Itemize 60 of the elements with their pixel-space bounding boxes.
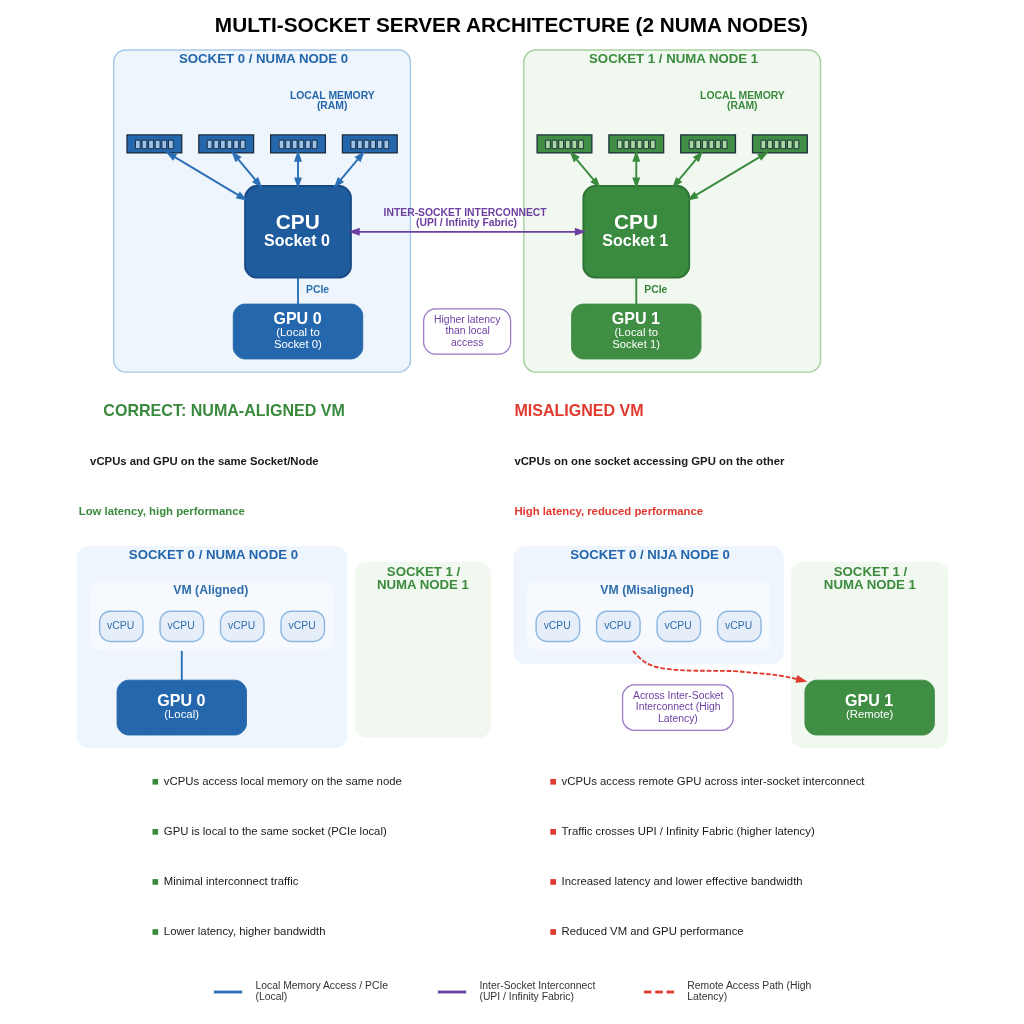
label: LOCAL MEMORY (RAM) — [699, 89, 785, 112]
diagram-title: MULTI-SOCKET SERVER ARCHITECTURE (2 NUMA NODES) — [214, 12, 808, 36]
label: Lower latency, higher bandwidth — [163, 924, 325, 937]
node-box: GPU 1 (Remote) — [804, 679, 935, 736]
label: vCPUs and GPU on the same Socket/Node — [89, 455, 319, 468]
label: High latency, reduced performance — [513, 505, 703, 518]
node-box — [679, 134, 736, 154]
legend-label: Inter-Socket Interconnect (UPI / Infinity Fabric) — [478, 979, 595, 1003]
edge-label: PCIe — [643, 283, 667, 295]
label: CORRECT: NUMA-ALIGNED VM — [102, 401, 345, 420]
connector — [634, 276, 637, 306]
arrow — [686, 151, 769, 201]
arrow — [333, 150, 365, 189]
label: Reduced VM and GPU performance — [561, 924, 744, 937]
node-box: Higher latency than local access — [422, 308, 511, 355]
arrow — [631, 150, 640, 189]
node-box — [125, 134, 182, 154]
node-box: Across Inter-Socket Interconnect (High Latency) — [621, 684, 734, 731]
node-box — [535, 134, 592, 154]
arrow — [293, 150, 302, 189]
node-box — [269, 134, 326, 154]
node-box: vCPU — [98, 610, 144, 643]
label: vCPUs access remote GPU across inter-socket interconnect — [561, 774, 864, 787]
arrow — [230, 150, 262, 189]
node-box: GPU 1 (Local to Socket 1) — [570, 303, 701, 360]
node-box: GPU 0 (Local to Socket 0) — [232, 303, 363, 360]
legend-label: Local Memory Access / PCIe (Local) — [254, 979, 388, 1003]
label: GPU is local to the same socket (PCIe local) — [163, 824, 387, 837]
node-box: vCPU — [595, 610, 641, 643]
node-box: vCPU — [279, 610, 325, 643]
label: Increased latency and lower effective bandwidth — [561, 874, 803, 887]
node-box: vCPU — [716, 610, 762, 643]
arrow — [671, 150, 703, 189]
label: MISALIGNED VM — [513, 401, 644, 420]
node-box — [197, 134, 254, 154]
arrow — [347, 227, 586, 236]
connector — [180, 649, 183, 681]
legend-label: Remote Access Path (High Latency) — [686, 979, 811, 1003]
connector — [296, 276, 299, 306]
label: LOCAL MEMORY (RAM) — [289, 89, 375, 112]
label: Traffic crosses UPI / Infinity Fabric (higher latency) — [561, 824, 815, 837]
node-box — [341, 134, 398, 154]
label: Minimal interconnect traffic — [163, 874, 298, 887]
node-box: vCPU — [219, 610, 265, 643]
node-box: CPU Socket 0 — [243, 185, 352, 279]
label: vCPUs access local memory on the same node — [163, 774, 402, 787]
node-box: vCPU — [158, 610, 204, 643]
arrow — [631, 649, 807, 683]
edge-label: PCIe — [305, 283, 329, 295]
arrow — [164, 151, 247, 201]
node-box — [607, 134, 664, 154]
node-box: CPU Socket 1 — [581, 185, 690, 279]
label: vCPUs on one socket accessing GPU on the other — [513, 455, 784, 468]
node-box: vCPU — [655, 610, 701, 643]
node-box: vCPU — [534, 610, 580, 643]
label: Low latency, high performance — [78, 505, 245, 518]
edge-label: INTER-SOCKET INTERCONNECT (UPI / Infinity Fabric) — [383, 206, 547, 228]
node-box: GPU 0 (Local) — [116, 679, 247, 736]
node-box — [751, 134, 808, 154]
arrow — [569, 150, 601, 189]
